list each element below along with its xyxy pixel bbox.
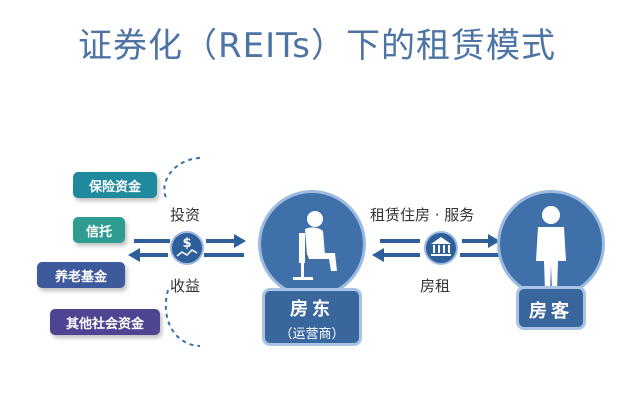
return-arrow-tail	[204, 253, 244, 257]
funding-trust: 信托	[73, 217, 125, 243]
invest-arrow-tail	[134, 239, 170, 243]
rent-arrow	[372, 248, 420, 262]
rent-arrow-tail	[460, 253, 500, 257]
funding-pension: 养老基金	[37, 262, 125, 288]
rent-label: 房租	[420, 277, 451, 295]
return-arrow	[128, 248, 168, 262]
tenant-name: 房客	[529, 301, 573, 322]
landlord-subtitle: （运营商）	[279, 327, 345, 342]
funding-arc-bottom	[164, 289, 201, 347]
funding-social-label: 其他社会资金	[65, 316, 144, 332]
funding-trust-label: 信托	[85, 224, 112, 240]
invest-arrow	[206, 234, 246, 248]
funding-insurance: 保险资金	[73, 172, 157, 198]
return-label: 收益	[170, 277, 201, 295]
page-title: 证券化（REITs）下的租赁模式	[78, 26, 556, 66]
funding-insurance-label: 保险资金	[88, 179, 141, 195]
svg-text:$: $	[182, 236, 191, 251]
landlord-name: 房东	[290, 299, 334, 320]
service-arrow	[462, 234, 500, 248]
funding-pension-label: 养老基金	[54, 269, 107, 285]
invest-label: 投资	[170, 206, 201, 224]
service-label: 租赁住房 · 服务	[370, 206, 475, 224]
funding-arc	[163, 157, 201, 201]
landlord-circle	[258, 190, 366, 298]
service-arrow-tail	[380, 239, 420, 243]
tenant-box: 房客	[516, 286, 586, 330]
funding-social: 其他社会资金	[50, 309, 160, 335]
landlord-box: 房东 （运营商）	[262, 288, 362, 346]
standing-businessman-icon	[536, 206, 566, 291]
tenant-circle	[497, 190, 605, 298]
dollar-icon: $	[170, 231, 204, 265]
seated-businessman-icon	[293, 211, 337, 280]
bank-icon	[424, 231, 458, 265]
